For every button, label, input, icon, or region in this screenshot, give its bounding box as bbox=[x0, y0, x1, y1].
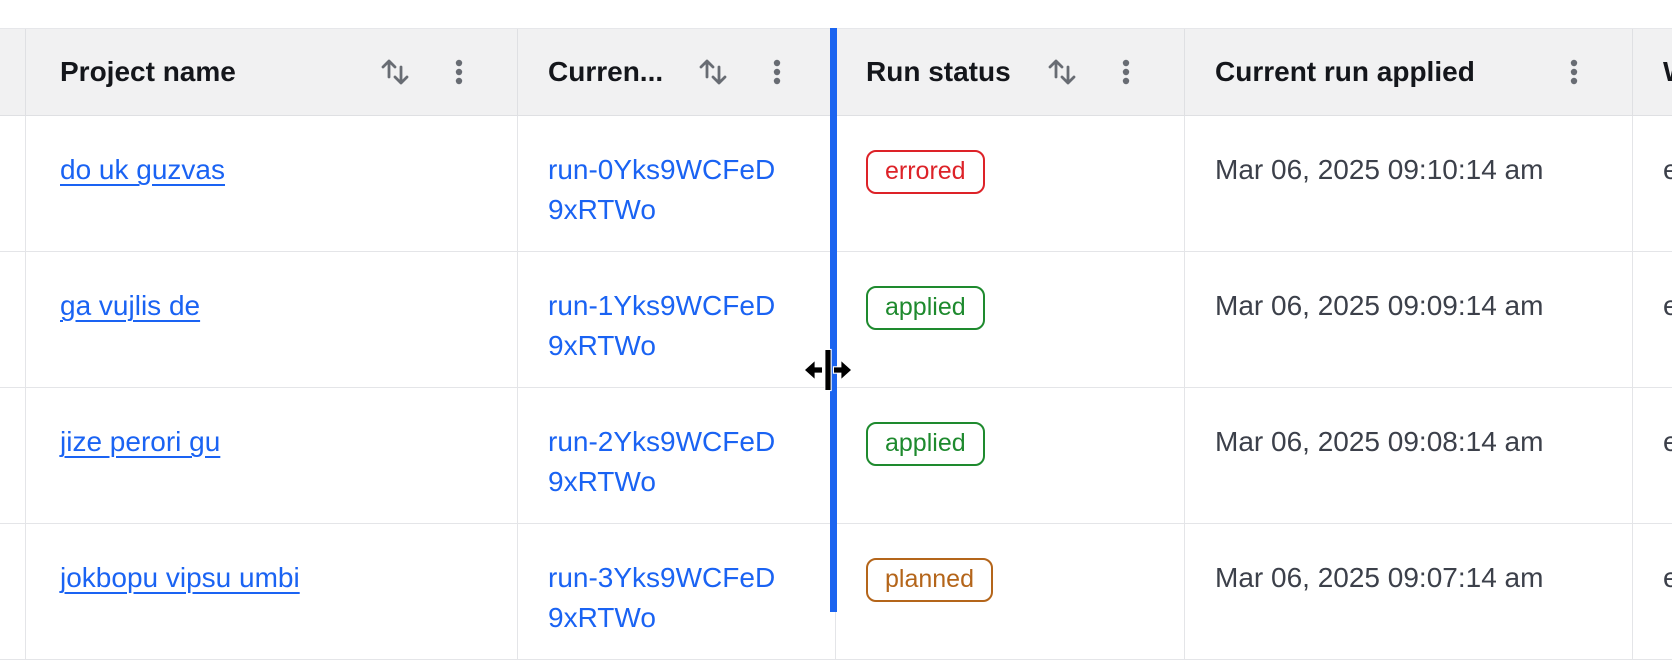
workspace-cell: e bbox=[1663, 562, 1672, 593]
current-run-applied-cell: Mar 06, 2025 09:08:14 am bbox=[1185, 388, 1633, 523]
gutter-cell bbox=[0, 524, 26, 659]
status-badge: errored bbox=[866, 150, 985, 194]
col-resize-cursor-icon bbox=[803, 347, 853, 398]
run-status-cell: applied bbox=[836, 388, 1185, 523]
column-label: W bbox=[1663, 56, 1672, 88]
column-menu-icon[interactable] bbox=[763, 55, 791, 89]
current-run-applied-cell: Mar 06, 2025 09:07:14 am bbox=[1185, 524, 1633, 659]
column-menu-icon[interactable] bbox=[1112, 55, 1140, 89]
current-run-cell: run-0Yks9WCFeD9xRTWo bbox=[518, 116, 836, 251]
column-menu-icon[interactable] bbox=[1560, 55, 1588, 89]
column-header-project-name[interactable]: Project name bbox=[26, 29, 518, 115]
sort-toggle-icon[interactable] bbox=[1045, 55, 1079, 89]
project-link[interactable]: jokbopu vipsu umbi bbox=[60, 562, 300, 593]
workspace-cell: e bbox=[1663, 154, 1672, 185]
run-status-cell: planned bbox=[836, 524, 1185, 659]
current-run-cell: run-2Yks9WCFeD9xRTWo bbox=[518, 388, 836, 523]
project-name-cell: ga vujlis de bbox=[26, 252, 518, 387]
status-badge: applied bbox=[866, 286, 985, 330]
column-label: Current run applied bbox=[1215, 56, 1475, 87]
gutter-cell bbox=[0, 388, 26, 523]
sort-toggle-icon[interactable] bbox=[696, 55, 730, 89]
current-run-applied-cell: Mar 06, 2025 09:10:14 am bbox=[1185, 116, 1633, 251]
status-badge: applied bbox=[866, 422, 985, 466]
project-link[interactable]: do uk guzvas bbox=[60, 154, 225, 185]
run-status-cell: applied bbox=[836, 252, 1185, 387]
run-link[interactable]: run-1Yks9WCFeD9xRTWo bbox=[548, 290, 776, 361]
current-run-applied-cell: Mar 06, 2025 09:09:14 am bbox=[1185, 252, 1633, 387]
gutter-cell bbox=[0, 116, 26, 251]
project-name-cell: jokbopu vipsu umbi bbox=[26, 524, 518, 659]
current-run-cell: run-3Yks9WCFeD9xRTWo bbox=[518, 524, 836, 659]
column-header-run-status[interactable]: Run status bbox=[836, 29, 1185, 115]
column-label: Run status bbox=[866, 56, 1011, 87]
column-label: Project name bbox=[60, 56, 236, 87]
current-run-cell: run-1Yks9WCFeD9xRTWo bbox=[518, 252, 836, 387]
workspace-cell: e bbox=[1663, 426, 1672, 457]
column-menu-icon[interactable] bbox=[445, 55, 473, 89]
project-link[interactable]: ga vujlis de bbox=[60, 290, 201, 321]
gutter-cell bbox=[0, 252, 26, 387]
run-link[interactable]: run-0Yks9WCFeD9xRTWo bbox=[548, 154, 776, 225]
gutter-header-cell bbox=[0, 29, 26, 115]
workspaces-table-screen: { "table": { "columns": [ {"label": "Pro… bbox=[0, 28, 1672, 660]
sort-toggle-icon[interactable] bbox=[378, 55, 412, 89]
project-name-cell: jize perori gu bbox=[26, 388, 518, 523]
run-link[interactable]: run-3Yks9WCFeD9xRTWo bbox=[548, 562, 776, 633]
run-link[interactable]: run-2Yks9WCFeD9xRTWo bbox=[548, 426, 776, 497]
workspace-cell: e bbox=[1663, 290, 1672, 321]
run-status-cell: errored bbox=[836, 116, 1185, 251]
column-header-current-run-applied[interactable]: Current run applied bbox=[1185, 29, 1633, 115]
column-header-workspace[interactable]: W bbox=[1633, 29, 1672, 115]
project-name-cell: do uk guzvas bbox=[26, 116, 518, 251]
column-header-current-run[interactable]: Curren... bbox=[518, 29, 836, 115]
project-link[interactable]: jize perori gu bbox=[60, 426, 221, 457]
status-badge: planned bbox=[866, 558, 993, 602]
column-label: Curren... bbox=[548, 56, 664, 87]
column-resize-handle[interactable] bbox=[830, 28, 837, 612]
